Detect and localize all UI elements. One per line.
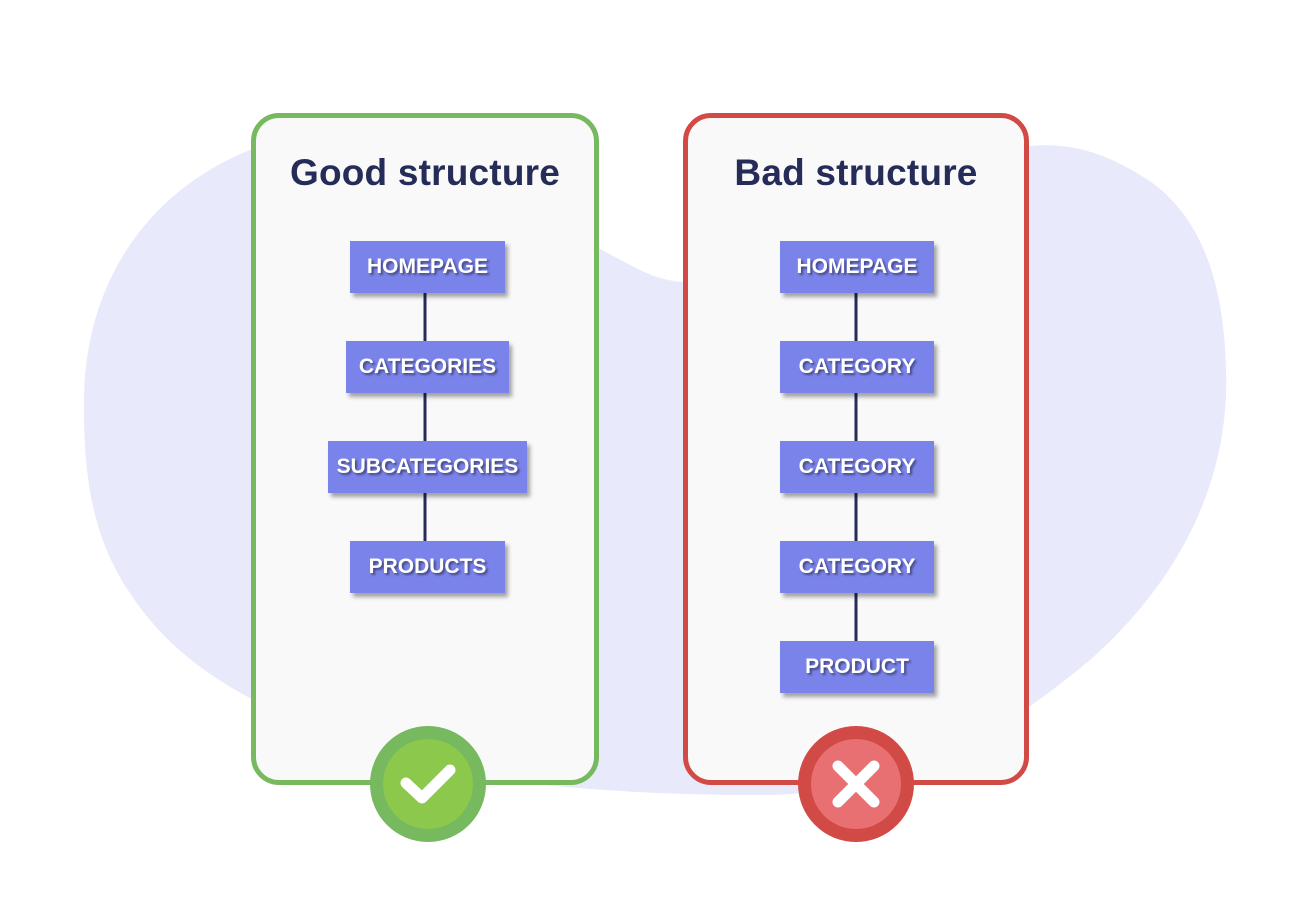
connector-line: [423, 493, 427, 543]
bad-node-category: CATEGORY: [780, 541, 934, 593]
good-badge: [370, 726, 486, 842]
good-node-products: PRODUCTS: [350, 541, 505, 593]
bad-structure-title: Bad structure: [734, 152, 978, 193]
connector-line: [854, 493, 858, 543]
bad-badge: [798, 726, 914, 842]
cross-icon: [832, 760, 880, 808]
bad-node-product: PRODUCT: [780, 641, 934, 693]
connector-line: [854, 393, 858, 443]
check-icon: [400, 764, 456, 804]
connector-line: [423, 293, 427, 343]
connector-line: [423, 393, 427, 443]
bad-node-category: CATEGORY: [780, 441, 934, 493]
good-node-categories: CATEGORIES: [346, 341, 509, 393]
bad-node-homepage: HOMEPAGE: [780, 241, 934, 293]
bad-structure-card: Bad structure HOMEPAGE CATEGORY CATEGORY…: [683, 113, 1029, 785]
good-structure-title: Good structure: [289, 152, 561, 193]
connector-line: [854, 593, 858, 643]
bad-node-category: CATEGORY: [780, 341, 934, 393]
good-node-homepage: HOMEPAGE: [350, 241, 505, 293]
good-structure-card: Good structure HOMEPAGE CATEGORIES SUBCA…: [251, 113, 599, 785]
connector-line: [854, 293, 858, 343]
good-node-subcategories: SUBCATEGORIES: [328, 441, 527, 493]
